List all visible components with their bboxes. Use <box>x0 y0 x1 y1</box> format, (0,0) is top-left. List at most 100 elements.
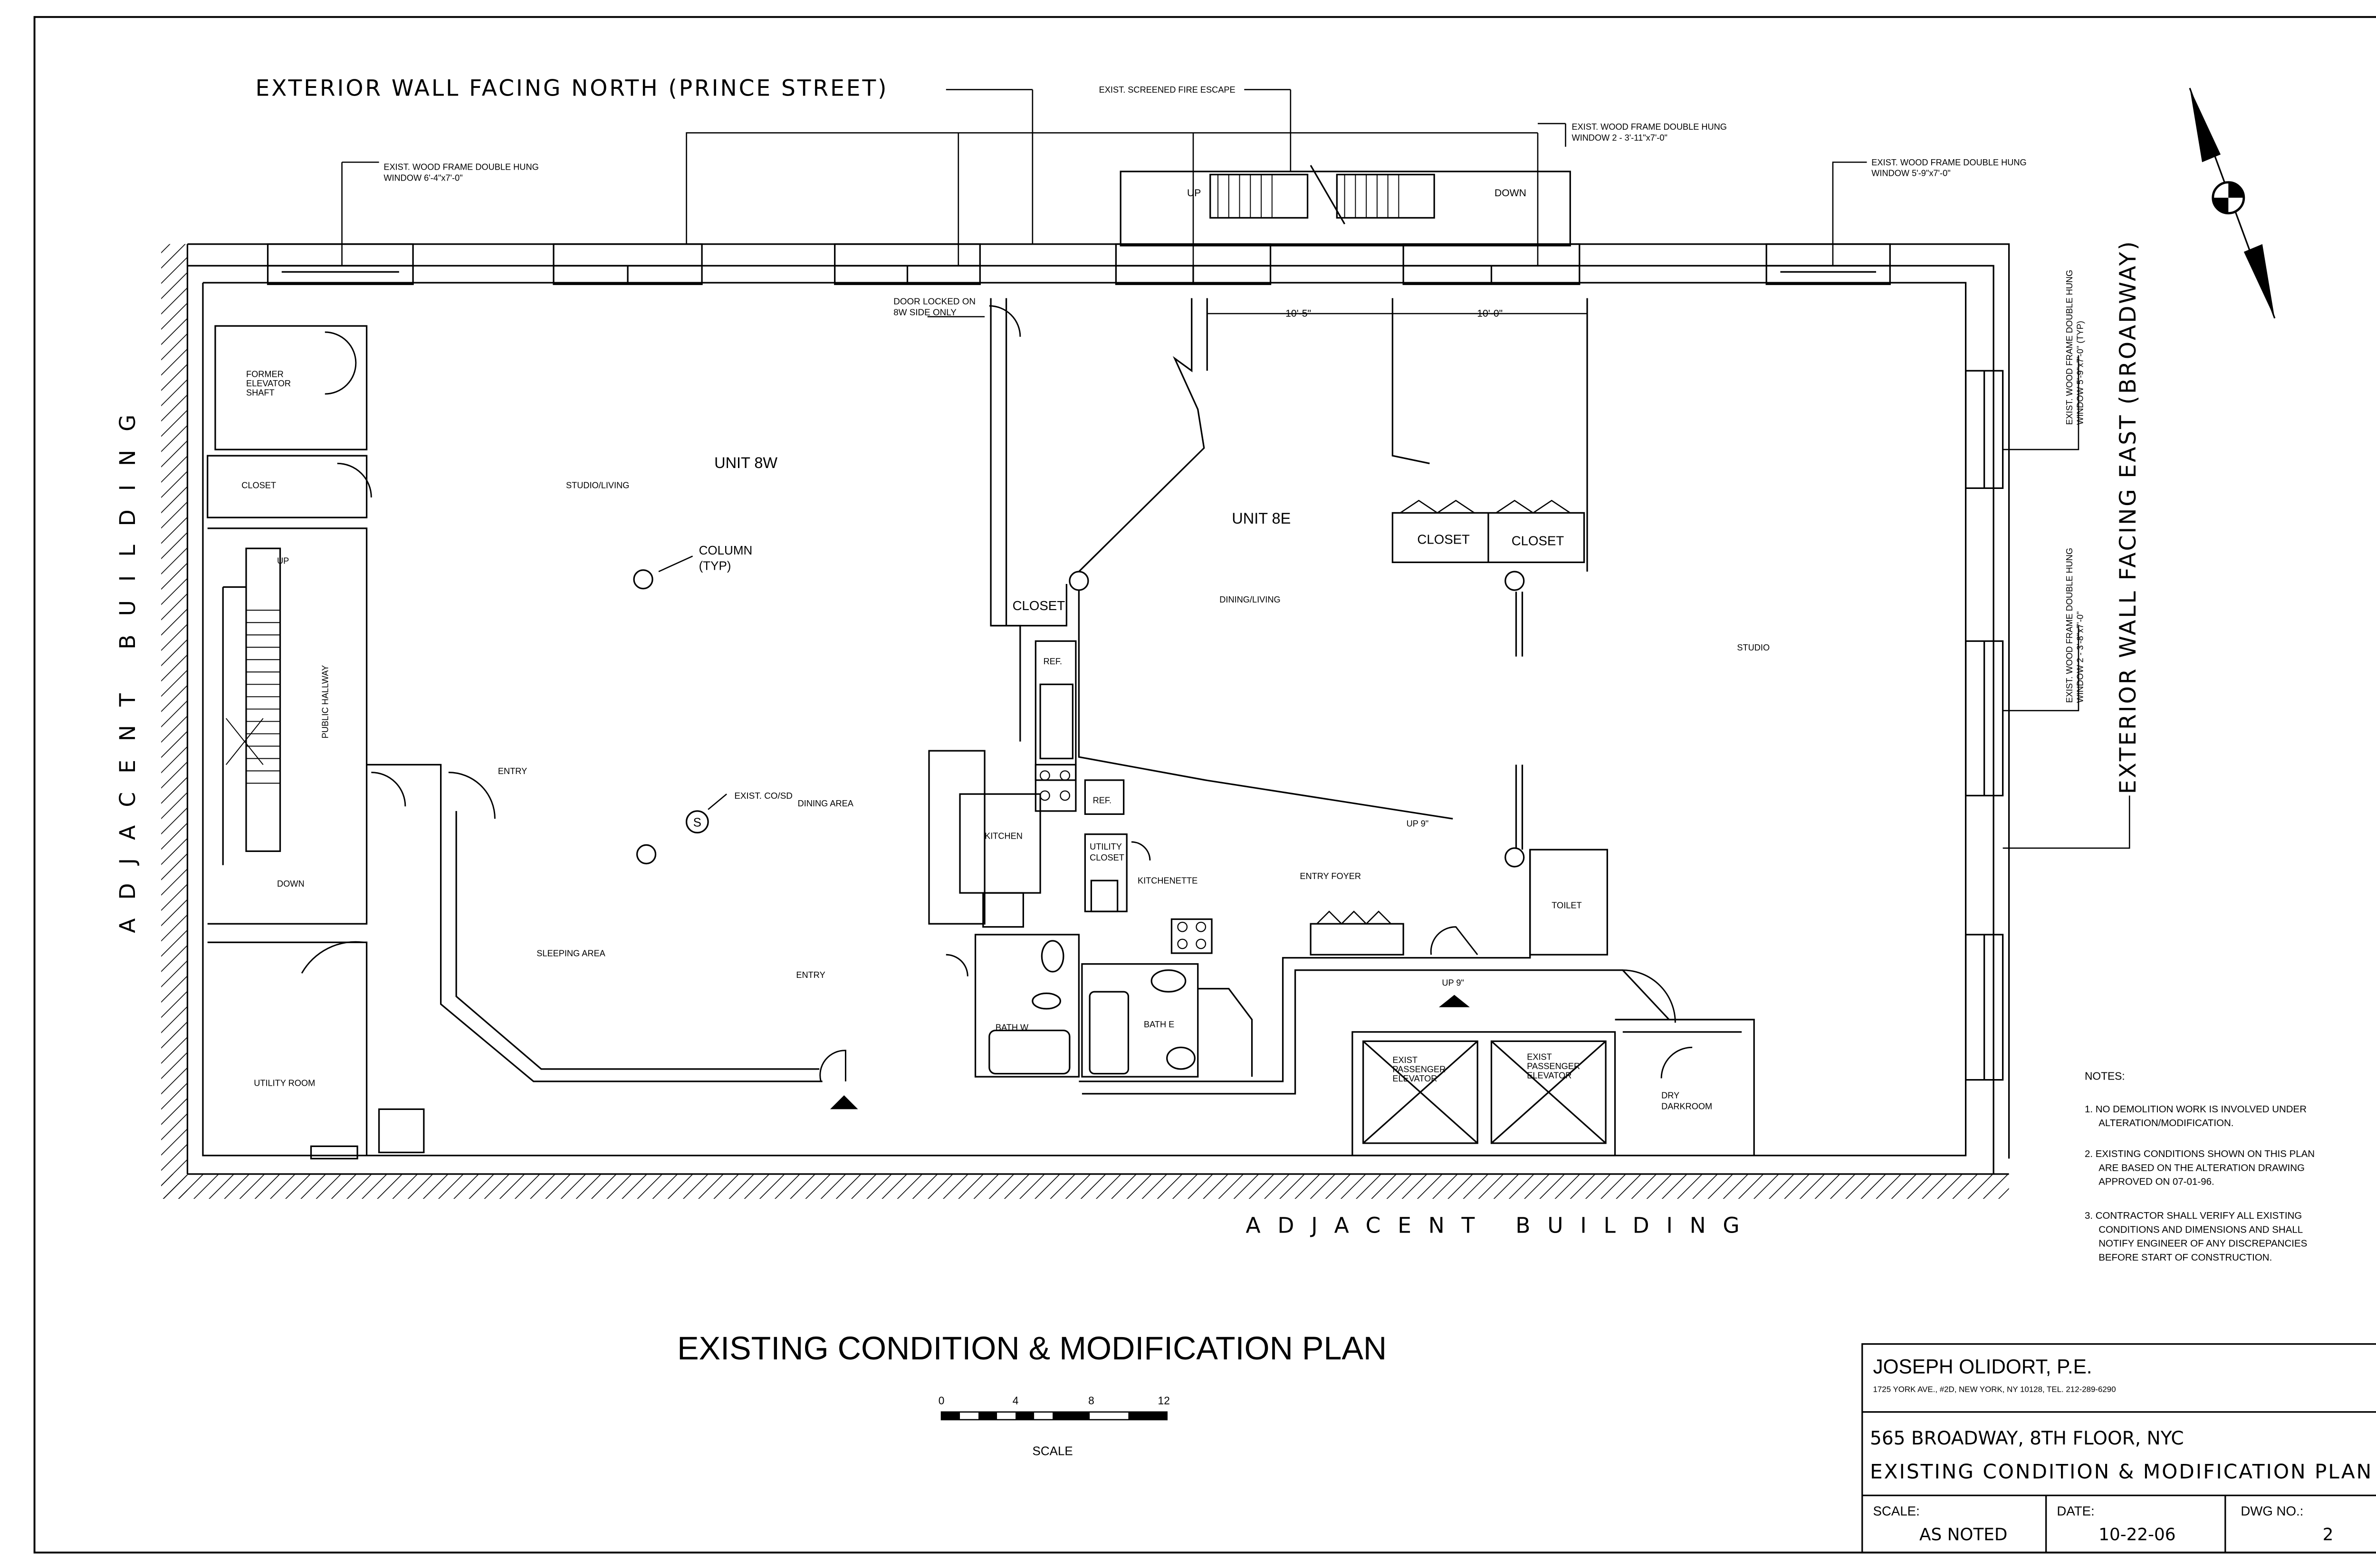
callout-window-broadway-1b: WINDOW 5'-9"x7'-0" (TYP) <box>2076 321 2085 425</box>
interior-walls <box>207 298 1755 1160</box>
note-3-line-2: CONDITIONS AND DIMENSIONS AND SHALL <box>2098 1224 2303 1235</box>
room-elevator-1a: EXIST <box>1392 1055 1418 1065</box>
title-block-scale-label: SCALE: <box>1873 1503 1920 1518</box>
note-3-line-4: BEFORE START OF CONSTRUCTION. <box>2098 1252 2272 1263</box>
dimension-10-0: 10'-0" <box>1477 308 1503 319</box>
north-windows <box>267 243 1891 285</box>
room-elevator-1c: ELEVATOR <box>1392 1074 1437 1083</box>
room-bath-w: BATH W <box>996 1023 1029 1033</box>
room-closet-west: CLOSET <box>241 480 276 490</box>
callout-window-mid-2: WINDOW 2 - 3'-11"x7'-0" <box>1572 133 1667 143</box>
room-dining-living: DINING/LIVING <box>1219 595 1280 604</box>
room-closet-e1: CLOSET <box>1417 532 1470 546</box>
smoke-detector-letter: S <box>693 815 701 829</box>
callout-window-west-2: WINDOW 6'-4"x7'-0" <box>383 173 462 182</box>
room-former-elevator-1: FORMER <box>246 369 284 379</box>
room-sleeping-area: SLEEPING AREA <box>537 949 605 958</box>
exterior-walls <box>187 243 2010 1174</box>
title-block-date-value: 10-22-06 <box>2098 1525 2175 1544</box>
room-kitchenette: KITCHENETTE <box>1138 876 1198 886</box>
scale-label: SCALE <box>1032 1444 1073 1458</box>
title-block-address: 1725 YORK AVE., #2D, NEW YORK, NY 10128,… <box>1873 1385 2116 1394</box>
room-studio: STUDIO <box>1737 643 1770 652</box>
room-dining-area: DINING AREA <box>798 799 854 808</box>
room-kitchen: KITCHEN <box>985 831 1023 841</box>
room-utility-room: UTILITY ROOM <box>254 1079 315 1088</box>
entry-markers <box>830 994 1470 1109</box>
step-up-9-label-b: UP 9" <box>1442 978 1464 987</box>
callout-window-mid-1: EXIST. WOOD FRAME DOUBLE HUNG <box>1572 122 1727 132</box>
room-public-hallway: PUBLIC HALLWAY <box>320 665 330 738</box>
scale-tick-8: 8 <box>1088 1394 1094 1406</box>
room-dry-darkroom-1: DRY <box>1661 1091 1679 1100</box>
room-unit-8e: UNIT 8E <box>1232 510 1291 527</box>
room-former-elevator-3: SHAFT <box>246 388 275 397</box>
south-adjacent-label: ADJACENT BUILDING <box>1246 1213 1757 1238</box>
room-ref-2: REF. <box>1093 796 1111 805</box>
leader-lines <box>341 89 2130 849</box>
sheet-border <box>33 16 2376 1554</box>
fire-escape <box>1120 165 1571 247</box>
fire-escape-up-label: UP <box>1187 188 1201 199</box>
east-wall-label: EXTERIOR WALL FACING EAST (BROADWAY) <box>2115 239 2141 794</box>
callout-window-east-2: WINDOW 5'-9"x7'-0" <box>1871 169 1950 178</box>
note-1-line-1: 1. NO DEMOLITION WORK IS INVOLVED UNDER <box>2085 1104 2307 1115</box>
callout-fire-escape: EXIST. SCREENED FIRE ESCAPE <box>1099 85 1236 95</box>
title-block-sheet-title: EXISTING CONDITION & MODIFICATION PLAN <box>1870 1460 2373 1483</box>
notes-block: NOTES: 1. NO DEMOLITION WORK IS INVOLVED… <box>2085 1070 2315 1263</box>
callout-co-sd: EXIST. CO/SD <box>734 791 793 801</box>
callout-door-locked-1: DOOR LOCKED ON <box>893 296 976 306</box>
callout-column-1: COLUMN <box>699 543 753 557</box>
scale-tick-4: 4 <box>1013 1394 1019 1406</box>
room-closet-e2: CLOSET <box>1512 534 1564 548</box>
east-windows <box>1964 370 2004 1081</box>
title-block <box>1861 1343 2376 1554</box>
title-block-project: 565 BROADWAY, 8TH FLOOR, NYC <box>1870 1428 2184 1449</box>
scale-tick-0: 0 <box>939 1394 945 1406</box>
scale-tick-12: 12 <box>1158 1394 1170 1406</box>
note-2-line-3: APPROVED ON 07-01-96. <box>2098 1176 2214 1187</box>
fire-escape-down-label: DOWN <box>1495 188 1526 199</box>
room-toilet: TOILET <box>1552 901 1581 910</box>
room-elevator-2b: PASSENGER <box>1527 1061 1580 1071</box>
room-utility-closet-1: UTILITY <box>1090 842 1122 851</box>
cooktop-burners <box>1039 770 1207 949</box>
room-entry-foyer: ENTRY FOYER <box>1300 871 1361 881</box>
adjacent-building-hatch <box>161 244 2009 1199</box>
west-adjacent-label: ADJACENT BUILDING <box>115 396 140 933</box>
north-arrow <box>2189 87 2276 319</box>
north-wall-label: EXTERIOR WALL FACING NORTH (PRINCE STREE… <box>255 76 888 102</box>
door-swings <box>301 305 1693 1082</box>
stair-down-label: DOWN <box>277 879 305 889</box>
callout-window-east-1: EXIST. WOOD FRAME DOUBLE HUNG <box>1871 158 2026 167</box>
drawing-title: EXISTING CONDITION & MODIFICATION PLAN <box>677 1330 1387 1367</box>
room-elevator-2a: EXIST <box>1527 1052 1552 1061</box>
room-unit-8w: UNIT 8W <box>714 454 777 471</box>
room-ref-1: REF. <box>1044 657 1062 666</box>
scale-bar: 0 4 8 12 SCALE <box>939 1394 1170 1458</box>
room-bath-e: BATH E <box>1144 1020 1174 1029</box>
room-dry-darkroom-2: DARKROOM <box>1661 1101 1712 1111</box>
callout-window-broadway-2b: WINDOW 2 - 3'-8"x7'-0" <box>2076 612 2085 703</box>
room-entry-west-2: ENTRY <box>796 970 825 980</box>
closet-bifold-doors <box>1316 499 1571 925</box>
room-elevator-1b: PASSENGER <box>1392 1064 1446 1074</box>
note-3-line-3: NOTIFY ENGINEER OF ANY DISCREPANCIES <box>2098 1238 2307 1249</box>
callout-column-2: (TYP) <box>699 559 731 573</box>
title-block-dwg-label: DWG NO.: <box>2241 1503 2303 1518</box>
title-block-scale-value: AS NOTED <box>1919 1525 2007 1544</box>
callout-window-broadway-1a: EXIST. WOOD FRAME DOUBLE HUNG <box>2065 270 2074 425</box>
room-entry-west: ENTRY <box>498 766 527 776</box>
smoke-detector-symbol <box>685 810 709 834</box>
note-2-line-1: 2. EXISTING CONDITIONS SHOWN ON THIS PLA… <box>2085 1148 2315 1159</box>
hallway-stair <box>225 610 280 784</box>
note-2-line-2: ARE BASED ON THE ALTERATION DRAWING <box>2098 1162 2305 1173</box>
room-closet-mid: CLOSET <box>1013 598 1065 613</box>
callout-window-west-1: EXIST. WOOD FRAME DOUBLE HUNG <box>383 163 538 172</box>
dimension-10-5: 10'-5" <box>1285 308 1311 319</box>
room-elevator-2c: ELEVATOR <box>1527 1071 1571 1080</box>
room-utility-closet-2: CLOSET <box>1090 853 1124 862</box>
note-1-line-2: ALTERATION/MODIFICATION. <box>2098 1118 2233 1128</box>
title-block-dwg-value: 2 <box>2323 1525 2334 1544</box>
